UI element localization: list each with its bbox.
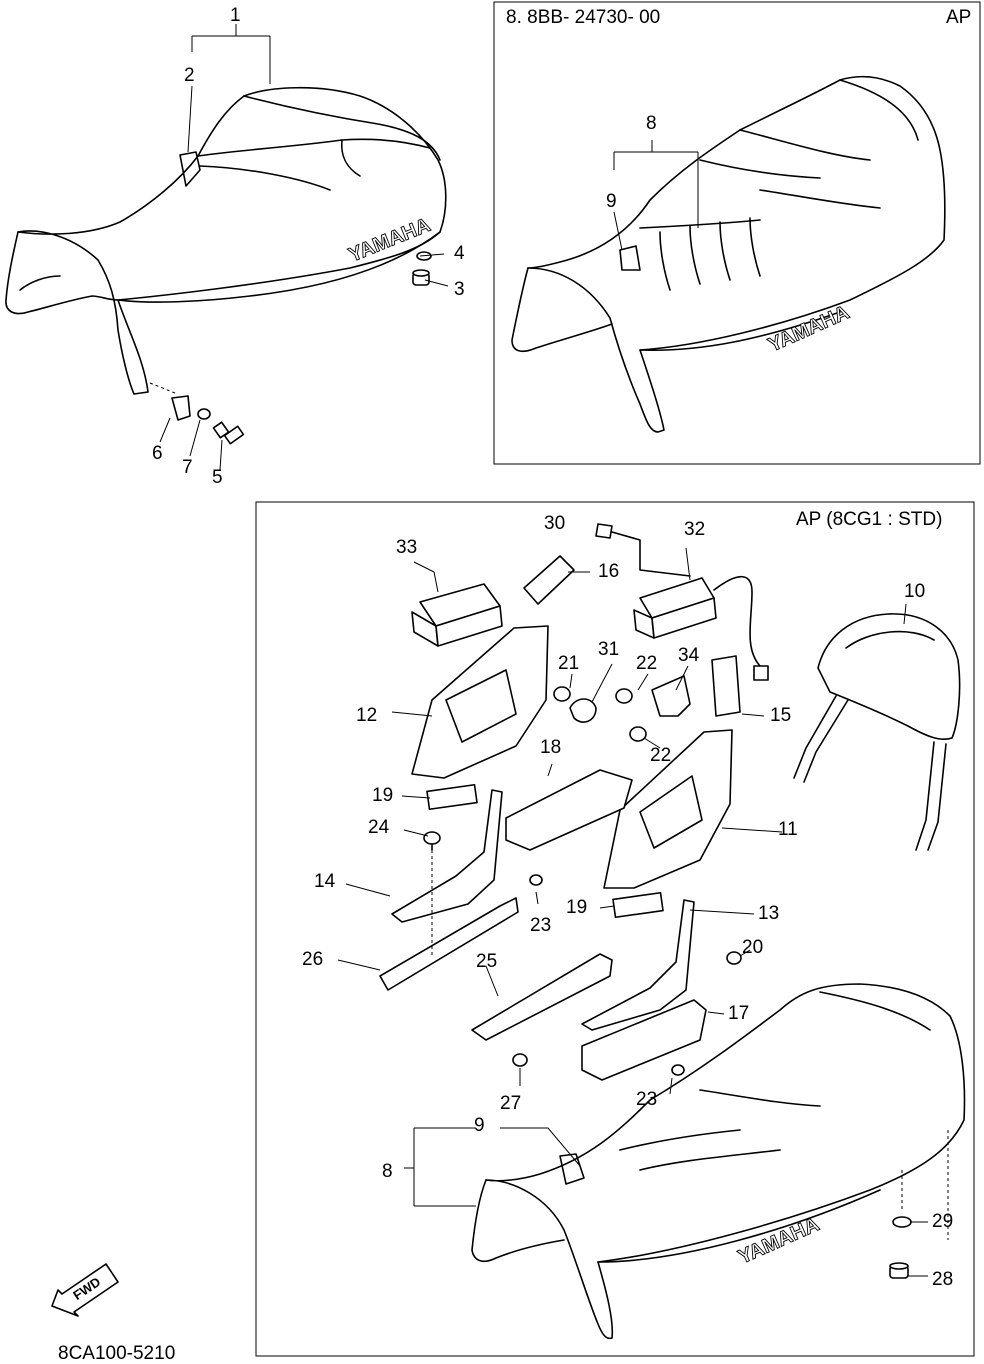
part-number: 14 (314, 871, 336, 892)
part-number: 30 (544, 513, 566, 534)
inset-part-ref: 8. 8BB- 24730- 00 (506, 7, 661, 28)
inset-market: AP (946, 7, 972, 28)
part-number: 33 (396, 537, 418, 558)
part-number: 34 (678, 645, 700, 666)
part-number: 22 (650, 745, 672, 766)
part-number: 6 (152, 443, 163, 464)
part-number: 21 (558, 653, 580, 674)
part-number: 5 (212, 467, 223, 488)
part-number: 25 (476, 951, 498, 972)
inset-seat: YAMAHA (511, 75, 946, 433)
part-number: 4 (454, 243, 465, 264)
part-number: 8 (646, 113, 657, 134)
part-number: 24 (368, 817, 390, 838)
option-box-frame (255, 501, 975, 1357)
part-number: 9 (606, 191, 617, 212)
part-number: 9 (474, 1115, 485, 1136)
part-number: 28 (932, 1269, 954, 1290)
inset-box-frame (493, 1, 981, 465)
part-number: 20 (742, 937, 764, 958)
main-seat: YAMAHA (5, 24, 449, 471)
part-number: 8 (382, 1161, 393, 1182)
part-number: 27 (500, 1093, 522, 1114)
part-number: 17 (728, 1003, 750, 1024)
part-number: 22 (636, 653, 658, 674)
part-number: 29 (932, 1211, 954, 1232)
part-number: 15 (770, 705, 792, 726)
part-number: 19 (372, 785, 394, 806)
part-number: 3 (454, 279, 465, 300)
option-variant: AP (8CG1 : STD) (796, 509, 943, 530)
diagram-code: 8CA100-5210 (58, 1343, 176, 1364)
part-number: 7 (182, 457, 193, 478)
part-number: 26 (302, 949, 324, 970)
part-number: 16 (598, 561, 620, 582)
part-number: 13 (758, 903, 780, 924)
part-number: 32 (684, 519, 706, 540)
part-number: 12 (356, 705, 378, 726)
part-number: 23 (530, 915, 552, 936)
part-number: 31 (598, 639, 620, 660)
part-number: 1 (230, 5, 241, 26)
part-number: 23 (636, 1089, 658, 1110)
part-number: 18 (540, 737, 562, 758)
part-number: 10 (904, 581, 926, 602)
part-number: 2 (184, 65, 195, 86)
part-number: 19 (566, 897, 588, 918)
part-number: 11 (778, 819, 798, 840)
option-parts: YAMAHA (51, 523, 966, 1340)
